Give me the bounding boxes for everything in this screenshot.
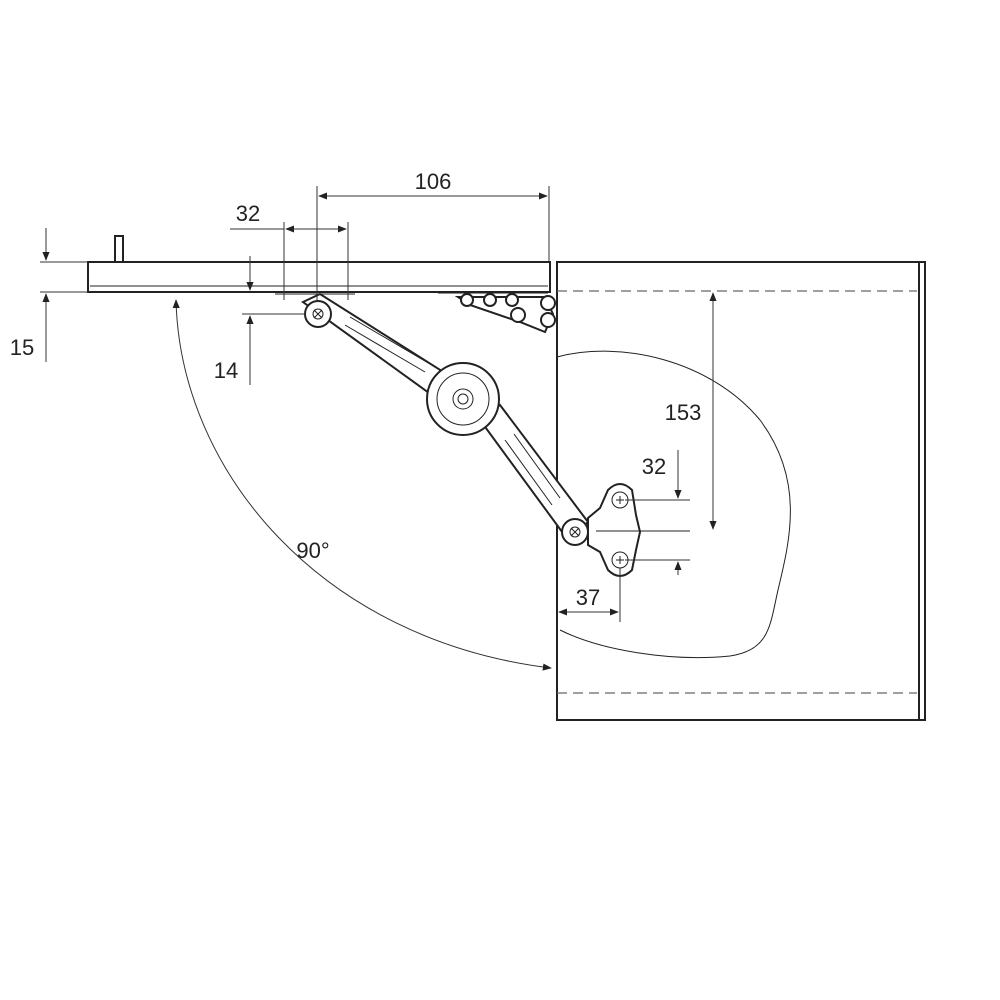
swing-envelope — [556, 350, 791, 658]
top-pivot — [304, 300, 332, 328]
dimension-106-label: 106 — [415, 169, 452, 194]
angle-90-label: 90° — [296, 538, 329, 563]
dimension-153: 153 — [665, 292, 717, 530]
dimension-32-side-label: 32 — [642, 454, 666, 479]
side-mount-bracket — [587, 483, 690, 577]
bottom-pivot — [561, 518, 589, 546]
dimension-32-top: 32 — [230, 201, 349, 300]
dimension-32-side: 32 — [625, 450, 690, 575]
dimension-14-label: 14 — [214, 358, 238, 383]
dimension-153-label: 153 — [665, 400, 702, 425]
dimension-15: 15 — [10, 228, 88, 362]
dimension-37-label: 37 — [576, 585, 600, 610]
damper-hub — [426, 362, 500, 436]
lid-panel — [87, 235, 551, 295]
angle-90: 90° — [172, 299, 552, 671]
dimension-32-top-label: 32 — [236, 201, 260, 226]
folded-hinge — [454, 293, 556, 334]
dimension-37: 37 — [558, 568, 621, 622]
dimension-106: 106 — [316, 169, 550, 300]
dimension-15-label: 15 — [10, 335, 34, 360]
dimension-14: 14 — [214, 256, 305, 385]
